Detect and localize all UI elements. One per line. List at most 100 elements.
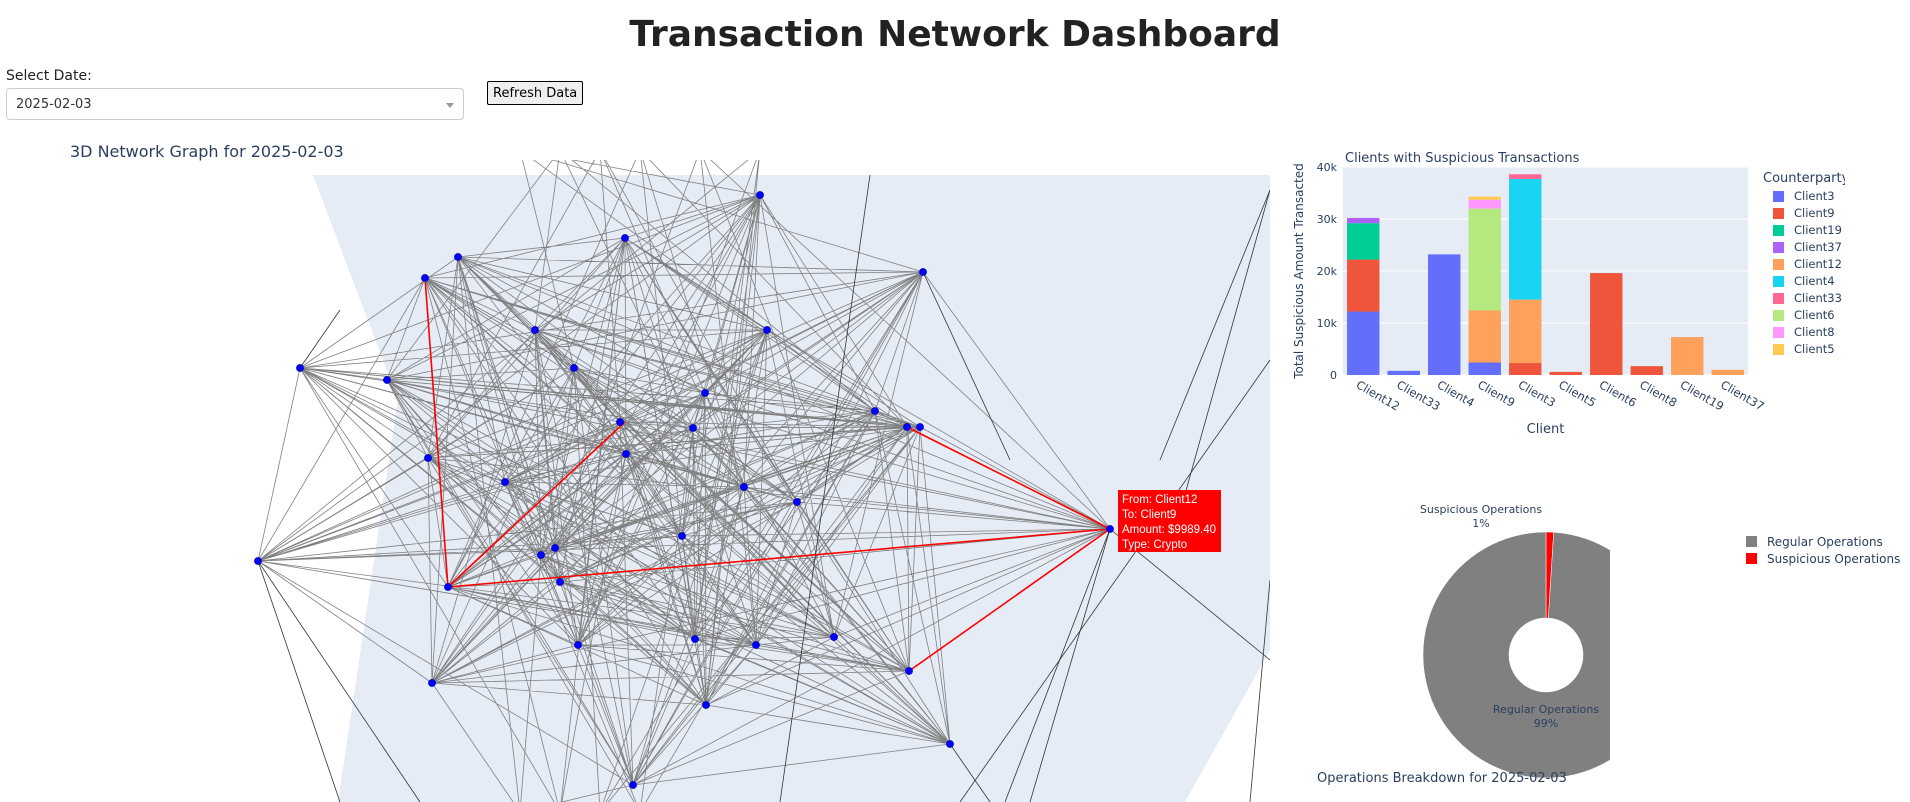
edge-bundle xyxy=(257,160,1111,802)
bar-segment xyxy=(1468,310,1501,363)
pie-slice xyxy=(1422,531,1610,779)
graph-node[interactable] xyxy=(689,424,697,432)
graph-node[interactable] xyxy=(556,578,564,586)
edge xyxy=(1159,189,1270,461)
legend-item: Client12 xyxy=(1794,257,1842,271)
graph-node[interactable] xyxy=(740,483,748,491)
edge-tooltip: From: Client12 To: Client9 Amount: $9989… xyxy=(1118,490,1221,552)
network-outer-edges xyxy=(257,174,1270,802)
graph-node[interactable] xyxy=(444,583,452,591)
graph-node[interactable] xyxy=(616,418,624,426)
graph-node[interactable] xyxy=(830,633,838,641)
bar-segment xyxy=(1590,273,1623,375)
graph-node[interactable] xyxy=(946,740,954,748)
graph-node[interactable] xyxy=(454,253,462,261)
graph-node[interactable] xyxy=(691,635,699,643)
graph-node[interactable] xyxy=(622,450,630,458)
graph-node[interactable] xyxy=(570,364,578,372)
graph-node[interactable] xyxy=(621,234,629,242)
graph-node[interactable] xyxy=(701,389,709,397)
bar-segment xyxy=(1509,178,1542,300)
legend-item: Client37 xyxy=(1794,240,1842,254)
graph-node[interactable] xyxy=(763,326,771,334)
legend-swatch xyxy=(1773,259,1784,270)
suspicious-edge xyxy=(906,426,1111,530)
graph-node[interactable] xyxy=(424,454,432,462)
refresh-data-button[interactable]: Refresh Data xyxy=(487,81,584,105)
date-label: Select Date: xyxy=(6,68,92,84)
legend-swatch xyxy=(1773,225,1784,236)
x-tick-label: Client9 xyxy=(1475,377,1517,409)
graph-node[interactable] xyxy=(756,191,764,199)
graph-node[interactable] xyxy=(752,641,760,649)
edge xyxy=(779,174,871,802)
chevron-down-icon[interactable] xyxy=(446,103,454,108)
tooltip-type: Type: Crypto xyxy=(1122,539,1187,551)
legend-swatch xyxy=(1773,344,1784,355)
graph-node[interactable] xyxy=(678,532,686,540)
bar-segment xyxy=(1347,223,1380,260)
date-dropdown[interactable]: 2025-02-03 xyxy=(6,88,464,120)
graph-node[interactable] xyxy=(1106,525,1114,533)
graph-node[interactable] xyxy=(254,557,262,565)
graph-node[interactable] xyxy=(905,667,913,675)
bar-segment xyxy=(1630,366,1663,375)
y-tick-label: 10k xyxy=(1317,317,1338,330)
legend-item: Client19 xyxy=(1794,223,1842,237)
legend-swatch xyxy=(1773,293,1784,304)
legend-swatch xyxy=(1773,242,1784,253)
x-tick-label: Client12 xyxy=(1354,377,1403,413)
graph-node[interactable] xyxy=(629,781,637,789)
x-tick-label: Client8 xyxy=(1637,377,1679,409)
bar-chart-title: Clients with Suspicious Transactions xyxy=(1345,151,1580,166)
pie-legend-item[interactable]: Regular Operations xyxy=(1746,533,1900,550)
graph-node[interactable] xyxy=(793,498,801,506)
bar-segment xyxy=(1428,254,1461,375)
edge xyxy=(1029,528,1111,802)
bar-segment xyxy=(1468,362,1501,375)
graph-node[interactable] xyxy=(296,364,304,372)
graph-node[interactable] xyxy=(702,701,710,709)
bar-segment xyxy=(1509,299,1542,364)
x-tick-label: Client6 xyxy=(1597,377,1639,409)
tooltip-to: To: Client9 xyxy=(1122,509,1176,521)
page-title: Transaction Network Dashboard xyxy=(629,14,1281,55)
graph-node[interactable] xyxy=(919,268,927,276)
graph-node[interactable] xyxy=(903,423,911,431)
graph-node[interactable] xyxy=(871,407,879,415)
bar-segment xyxy=(1509,174,1542,179)
legend-item: Client6 xyxy=(1794,308,1835,322)
graph-node[interactable] xyxy=(574,641,582,649)
legend-swatch xyxy=(1746,553,1757,564)
pie-label-suspicious: Suspicious Operations xyxy=(1420,503,1542,516)
graph-node[interactable] xyxy=(428,679,436,687)
network-nodes[interactable] xyxy=(254,191,1114,789)
suspicious-edge xyxy=(447,421,626,588)
pie-pct-regular: 99% xyxy=(1534,717,1558,730)
graph-node[interactable] xyxy=(551,544,559,552)
graph-node[interactable] xyxy=(531,326,539,334)
graph-node[interactable] xyxy=(383,376,391,384)
bar-segment xyxy=(1711,369,1744,375)
pie-label-regular: Regular Operations xyxy=(1493,703,1599,716)
network-graph-3d[interactable]: From: Client12 To: Client9 Amount: $9989… xyxy=(0,160,1270,802)
graph-node[interactable] xyxy=(537,551,545,559)
date-selector: Select Date: 2025-02-03 xyxy=(6,68,466,120)
pie-pct-suspicious: 1% xyxy=(1472,517,1489,530)
edge xyxy=(1249,579,1270,802)
y-axis-label: Total Suspicious Amount Transacted xyxy=(1292,163,1306,380)
graph-node[interactable] xyxy=(421,274,429,282)
x-tick-label: Client19 xyxy=(1678,377,1727,413)
pie-legend-item[interactable]: Suspicious Operations xyxy=(1746,550,1900,567)
x-tick-label: Client5 xyxy=(1556,377,1598,409)
legend-item: Client5 xyxy=(1794,342,1835,356)
legend-swatch xyxy=(1773,191,1784,202)
bar-segment xyxy=(1387,370,1420,375)
graph-node[interactable] xyxy=(501,478,509,486)
legend-item: Client3 xyxy=(1794,189,1835,203)
graph-node[interactable] xyxy=(916,423,924,431)
bar-segment xyxy=(1549,371,1582,375)
bar-segment xyxy=(1347,217,1380,224)
